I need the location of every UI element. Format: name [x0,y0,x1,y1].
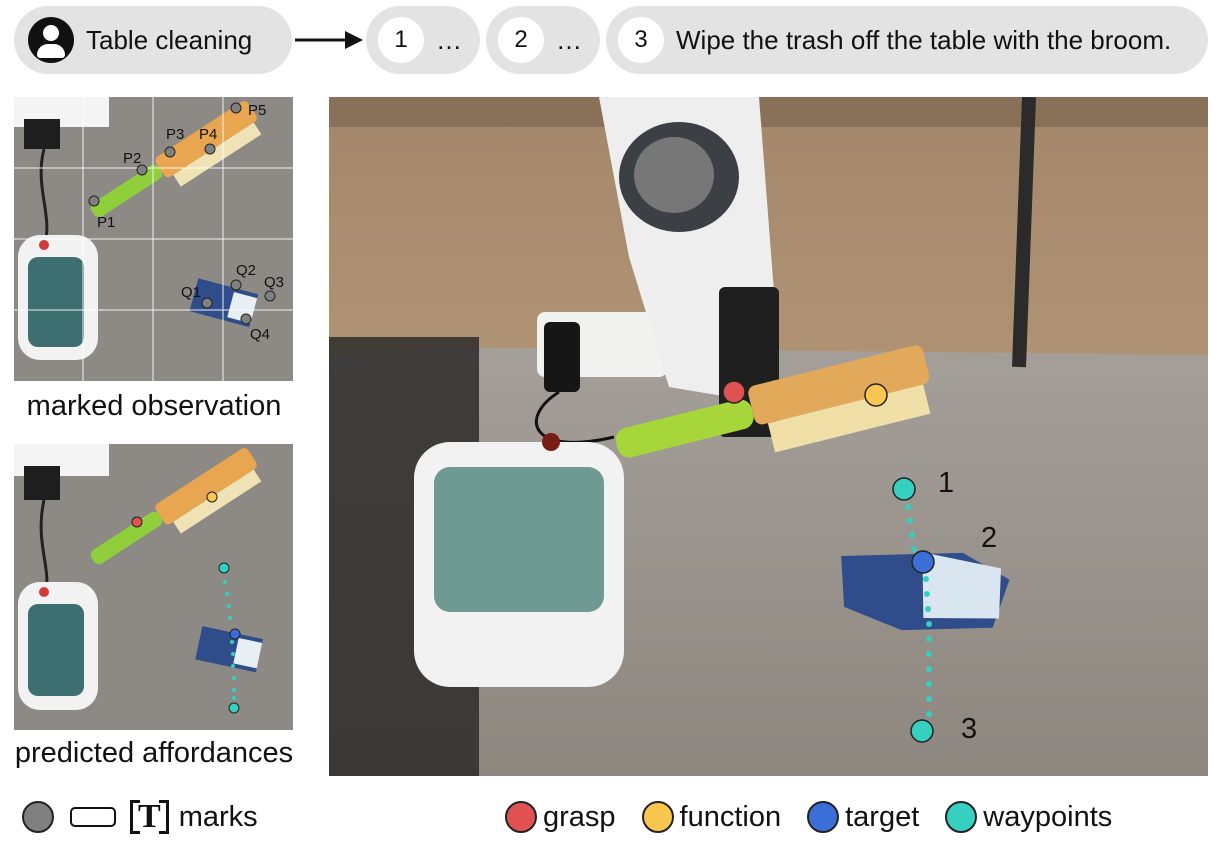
legend-label-grasp: grasp [543,800,616,833]
grasp-dot-icon [505,801,537,833]
point-label-q4: Q4 [250,326,270,343]
legend-label-waypoints: waypoints [983,800,1113,833]
marks-legend: T marks [22,795,258,839]
point-label-p1: P1 [97,214,115,231]
step-number-1: 1 [378,17,424,63]
task-label: Table cleaning [86,24,253,55]
point-label-p2: P2 [123,150,141,167]
legend-label-function: function [679,800,782,833]
robot-scene-image: 1 2 3 [329,97,1208,776]
legend-label-target: target [845,800,920,833]
step-text-1: … [436,24,462,55]
legend-item-waypoints: waypoints [945,801,1112,834]
waypoint-label-3: 3 [961,713,977,745]
step-text-3: Wipe the trash off the table with the br… [676,24,1172,55]
step-text-2: … [556,24,582,55]
step-number-3: 3 [618,17,664,63]
marks-label: marks [178,800,258,833]
waypoint-label-2: 2 [981,522,997,554]
legend-item-target: target [807,801,919,834]
step-pill-1: 1 … [366,6,480,74]
marked-observation-image: P1 P2 P3 P4 P5 Q1 Q2 Q3 Q4 [14,97,293,381]
point-label-p4: P4 [199,126,217,143]
predicted-affordances-caption: predicted affordances [14,737,294,769]
arrow-right-icon [295,31,363,49]
waypoint-label-1: 1 [938,467,954,499]
affordance-legend: grasp function target waypoints [505,795,1112,839]
waypoints-dot-icon [945,801,978,833]
marked-observation-caption: marked observation [26,390,282,422]
mark-text-icon: T [130,798,169,836]
legend-item-grasp: grasp [505,801,616,834]
point-label-q2: Q2 [236,262,256,279]
point-label-p3: P3 [166,126,184,143]
step-pill-3: 3 Wipe the trash off the table with the … [606,6,1208,74]
task-pill: Table cleaning [14,6,292,74]
predicted-affordances-image [14,444,293,730]
point-label-q3: Q3 [264,274,284,291]
mark-dot-icon [22,801,54,833]
point-label-p5: P5 [248,102,266,119]
step-pill-2: 2 … [486,6,600,74]
function-dot-icon [641,801,674,833]
mark-box-icon [70,807,116,827]
target-dot-icon [807,801,840,833]
user-avatar-icon [28,17,74,63]
step-number-2: 2 [498,17,544,63]
legend-item-function: function [641,800,782,834]
point-label-q1: Q1 [181,284,201,301]
